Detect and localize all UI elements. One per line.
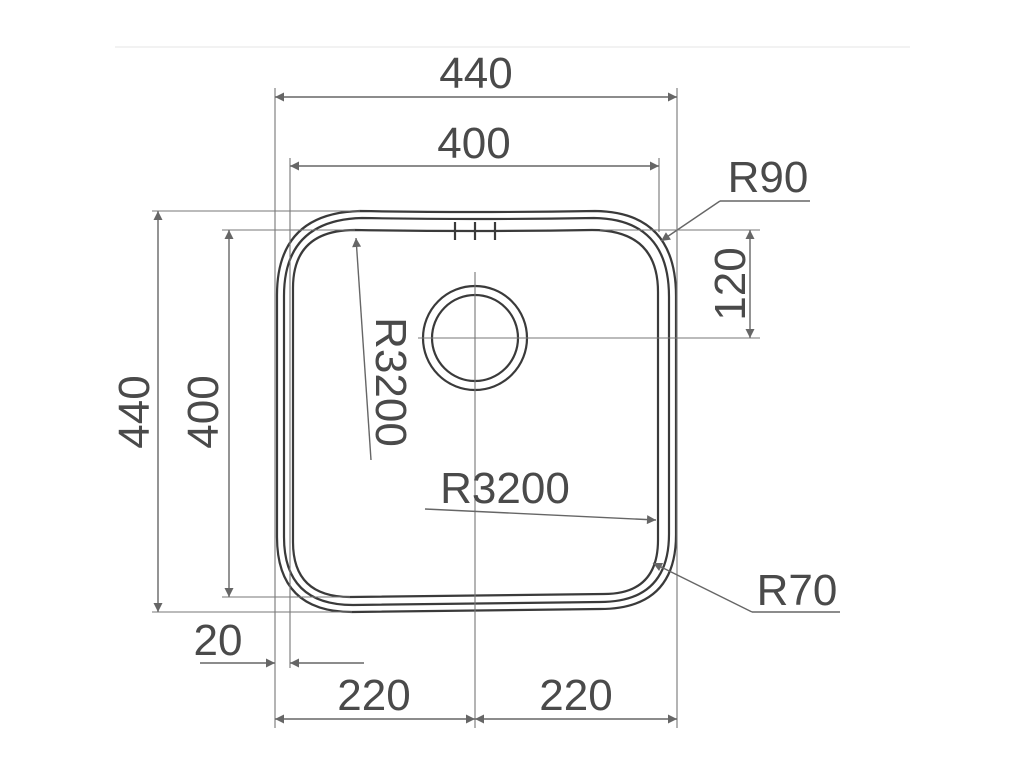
overflow-marks bbox=[453, 222, 497, 240]
label-outer-height: 440 bbox=[110, 375, 159, 448]
dim-half-widths: 220 220 bbox=[275, 671, 677, 724]
dim-inner-width: 400 bbox=[289, 119, 660, 668]
dim-inner-height: 400 bbox=[179, 229, 355, 598]
label-corner-inner: R70 bbox=[757, 566, 838, 615]
dim-drain-offset: 120 bbox=[532, 229, 760, 339]
label-side-radius: R3200 bbox=[366, 317, 415, 447]
label-inner-width: 400 bbox=[437, 119, 510, 168]
outer-bowl-inner-edge bbox=[282, 216, 671, 607]
dim-corner-outer: R90 bbox=[660, 153, 810, 242]
dim-outer-height: 440 bbox=[110, 210, 360, 613]
label-half-right: 220 bbox=[539, 671, 612, 720]
label-drain-offset: 120 bbox=[706, 247, 755, 320]
sink-outline bbox=[275, 209, 678, 614]
label-inner-height: 400 bbox=[179, 375, 228, 448]
dim-flange: 20 bbox=[194, 616, 364, 668]
label-bottom-radius: R3200 bbox=[440, 464, 570, 513]
outer-bowl-outline bbox=[275, 209, 678, 614]
label-outer-width: 440 bbox=[439, 49, 512, 98]
label-half-left: 220 bbox=[337, 671, 410, 720]
dim-outer-width: 440 bbox=[274, 49, 678, 728]
dim-corner-inner: R70 bbox=[652, 562, 840, 615]
dim-bottom-radius: R3200 bbox=[424, 464, 657, 525]
dim-side-radius: R3200 bbox=[352, 237, 415, 461]
label-flange: 20 bbox=[194, 616, 243, 665]
label-corner-outer: R90 bbox=[728, 153, 809, 202]
